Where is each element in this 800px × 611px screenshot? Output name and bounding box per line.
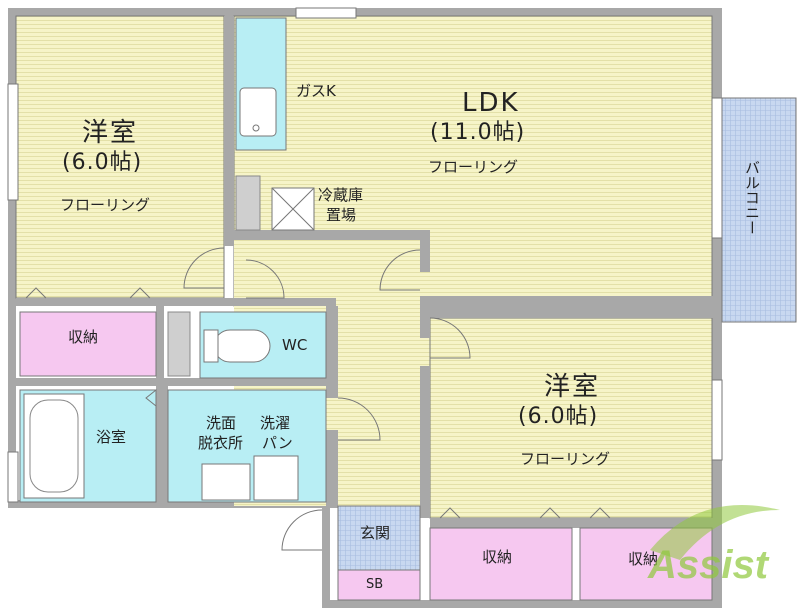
kitchen-cabinet [235,175,261,231]
western-left-size: (6.0帖) [62,150,143,175]
interior-walls [16,16,720,528]
entrance [337,505,421,571]
laundry-label-1: 洗濯 [260,414,291,432]
laundry-pan-icon [253,455,299,501]
wc-cabinet [167,311,191,377]
washroom-label-2: 脱衣所 [198,434,244,452]
shoebox [337,569,421,601]
wc-label: WC [282,336,308,354]
storage-left-label: 収納 [68,328,99,346]
fridge-label-2: 置場 [326,206,357,224]
ldk-size: (11.0帖) [430,120,526,145]
gas-kitchen-label: ガスK [296,82,336,100]
western-right-floor: フローリング [520,450,611,468]
washroom-label-1: 洗面 [206,414,237,432]
storage-bottom-1-label: 収納 [482,548,513,566]
kitchen-sink-icon [239,87,277,137]
room-western-right [429,317,713,519]
western-right-size: (6.0帖) [518,404,599,429]
western-right-name: 洋室 [544,372,601,402]
windows [7,7,723,503]
storage-left [19,311,157,377]
laundry-label-2: パン [262,434,293,452]
shoebox-label: SB [366,577,384,592]
washbasin-icon [201,463,251,501]
bath-label: 浴室 [96,428,127,446]
ldk-name: LDK [462,88,520,118]
doors [25,247,611,551]
toilet-icon [213,329,271,363]
assist-logo: Assist [647,505,780,587]
fridge-label-1: 冷蔵庫 [318,186,364,204]
entrance-label: 玄関 [360,524,391,542]
svg-text:Assist: Assist [647,543,770,587]
western-left-floor: フローリング [60,196,151,214]
balcony [721,97,797,323]
western-left-name: 洋室 [82,118,139,148]
balcony-label: バルコニー [743,160,761,235]
storage-bottom-2-label: 収納 [628,550,659,568]
ldk-floor: フローリング [428,158,519,176]
storage-bottom-1 [429,527,573,601]
